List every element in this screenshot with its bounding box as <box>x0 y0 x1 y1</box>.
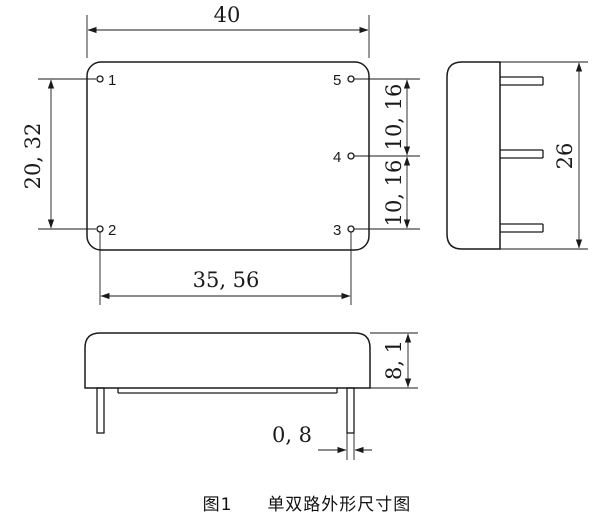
module-front-outline <box>84 332 371 389</box>
dim-width-label: 40 <box>214 3 241 27</box>
dim-gap-lower-label: 10, 16 <box>382 160 406 227</box>
pin-4-label: 4 <box>333 149 341 166</box>
front-view: 8, 1 0, 8 <box>84 332 418 460</box>
dim-pitch-label: 35, 56 <box>193 268 260 292</box>
pin-2-label: 2 <box>108 222 116 239</box>
top-view: 40 20, 32 1 2 3 4 5 10, 16 10, 16 35, 56 <box>21 3 420 305</box>
dim-thickness-label: 8, 1 <box>382 340 406 380</box>
pin-1-label: 1 <box>108 72 116 89</box>
dim-height-label: 20, 32 <box>21 123 45 190</box>
side-pin-middle <box>500 149 544 159</box>
module-side-outline <box>446 61 501 250</box>
side-pin-bottom <box>500 223 544 233</box>
module-top-outline <box>86 61 370 251</box>
figure-caption: 图1 单双路外形尺寸图 <box>0 490 614 515</box>
side-pin-top <box>500 76 544 86</box>
pin-5-label: 5 <box>333 72 341 89</box>
dim-pin-width-label: 0, 8 <box>272 423 312 447</box>
front-pin-right <box>346 387 355 434</box>
figure-label: 图1 <box>202 495 233 515</box>
pin-1 <box>96 75 104 83</box>
figure-title: 单双路外形尺寸图 <box>267 495 412 515</box>
dim-side-height-label: 26 <box>553 143 577 170</box>
dim-gap-upper-label: 10, 16 <box>382 84 406 151</box>
front-pin-left <box>96 387 105 434</box>
pin-3-label: 3 <box>333 222 341 239</box>
side-view: 26 <box>446 61 588 250</box>
